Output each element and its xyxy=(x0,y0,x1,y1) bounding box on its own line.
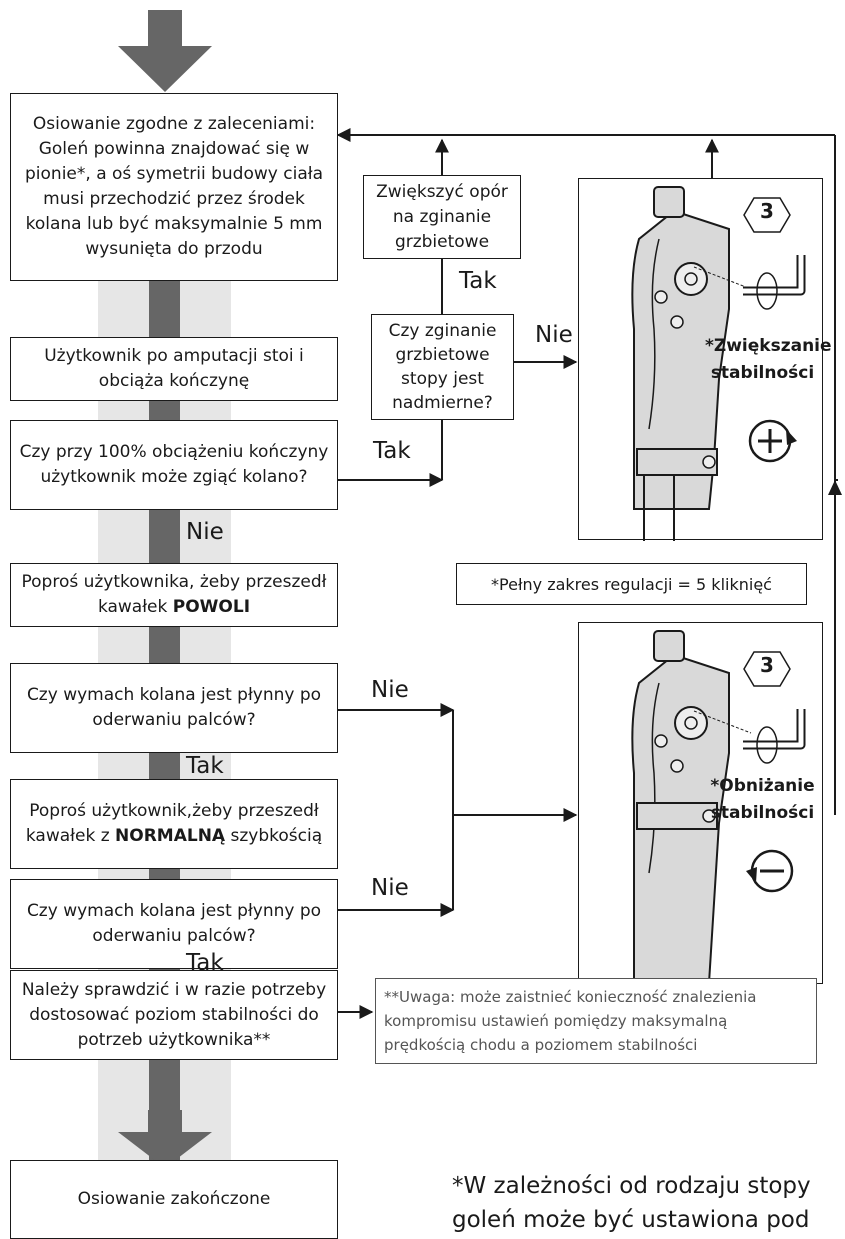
step-swing-question-2-box: Czy wymach kolana jest płynny po oderwan… xyxy=(10,879,338,969)
step-done-text: Osiowanie zakończone xyxy=(77,1189,271,1209)
down-arrow-icon xyxy=(118,1110,212,1168)
step-adjust-stability-box: Należy sprawdzić i w razie potrzeby dost… xyxy=(10,970,338,1060)
step-swing-question-1-text: Czy wymach kolana jest płynny po oderwan… xyxy=(26,685,322,730)
increase-stability-panel: 3 *Zwiększanie stabilności xyxy=(578,178,832,541)
walk-normal-text-pre: Poproś użytkownik,żeby przeszedł kawałek… xyxy=(25,801,319,846)
increase-dorsiflexion-box: Zwiększyć opór na zginanie grzbietowe xyxy=(363,175,521,259)
label-tak-dorsi: Tak xyxy=(459,268,497,294)
plus-rotate-icon xyxy=(748,419,797,463)
label-tak-swing-2: Tak xyxy=(186,950,224,976)
minus-rotate-icon xyxy=(746,849,794,893)
dorsiflexion-question-box: Czy zginanie grzbietowe stopy jest nadmi… xyxy=(371,314,514,420)
allen-key-icon xyxy=(743,255,806,310)
step-swing-question-1-box: Czy wymach kolana jest płynny po oderwan… xyxy=(10,663,338,753)
allen-key-icon xyxy=(743,709,806,764)
step-bend-question-text: Czy przy 100% obciążeniu kończyny użytko… xyxy=(19,442,329,487)
compromise-note-text: **Uwaga: może zaistnieć konieczność znal… xyxy=(384,988,757,1054)
hex-number-icon xyxy=(743,651,791,687)
step-bend-question-box: Czy przy 100% obciążeniu kończyny użytko… xyxy=(10,420,338,510)
label-tak-bend: Tak xyxy=(373,438,411,464)
hex-number-top: 3 xyxy=(760,199,774,223)
step-walk-slow-box: Poproś użytkownika, żeby przeszedł kawał… xyxy=(10,563,338,627)
label-tak-swing-1: Tak xyxy=(186,753,224,779)
range-note: *Pełny zakres regulacji = 5 kliknięć xyxy=(456,563,807,605)
step-walk-normal-text: Poproś użytkownik,żeby przeszedł kawałek… xyxy=(19,799,329,849)
walk-slow-text-pre: Poproś użytkownika, żeby przeszedł kawał… xyxy=(21,572,327,617)
walk-normal-text-post: szybkością xyxy=(225,826,323,846)
step-alignment-text: Osiowanie zgodne z zaleceniami: Goleń po… xyxy=(25,114,323,259)
dorsiflexion-question-text: Czy zginanie grzbietowe stopy jest nadmi… xyxy=(388,321,497,413)
hex-number-icon xyxy=(743,197,791,233)
footnote-text: *W zależności od rodzaju stopy goleń moż… xyxy=(452,1173,811,1233)
step-walk-slow-text: Poproś użytkownika, żeby przeszedł kawał… xyxy=(19,570,329,620)
knee-illustration-top xyxy=(631,186,752,541)
step-stand-load-text: Użytkownik po amputacji stoi i obciąża k… xyxy=(44,346,304,391)
hex-number-bottom: 3 xyxy=(760,653,774,677)
step-swing-question-2-text: Czy wymach kolana jest płynny po oderwan… xyxy=(26,901,322,946)
label-nie-dorsi: Nie xyxy=(535,322,573,348)
label-nie-swing-2: Nie xyxy=(371,875,409,901)
step-stand-load-box: Użytkownik po amputacji stoi i obciąża k… xyxy=(10,337,338,401)
increase-stability-caption: *Zwiększanie stabilności xyxy=(705,336,832,383)
walk-slow-text-bold: POWOLI xyxy=(172,597,251,617)
footnote: *W zależności od rodzaju stopy goleń moż… xyxy=(452,1169,822,1239)
increase-dorsiflexion-text: Zwiększyć opór na zginanie grzbietowe xyxy=(376,181,508,252)
decrease-stability-caption: *Obniżanie stabilności xyxy=(710,776,815,823)
walk-normal-text-bold: NORMALNĄ xyxy=(115,826,226,846)
label-nie-bend: Nie xyxy=(186,519,224,545)
step-done-box: Osiowanie zakończone xyxy=(10,1160,338,1239)
knee-illustration-bottom xyxy=(631,630,752,984)
range-note-text: *Pełny zakres regulacji = 5 kliknięć xyxy=(491,574,772,594)
step-walk-normal-box: Poproś użytkownik,żeby przeszedł kawałek… xyxy=(10,779,338,869)
label-nie-swing-1: Nie xyxy=(371,677,409,703)
compromise-note: **Uwaga: może zaistnieć konieczność znal… xyxy=(375,978,817,1064)
decrease-stability-panel: 3 *Obniżanie stabilności xyxy=(578,622,823,984)
step-alignment-box: Osiowanie zgodne z zaleceniami: Goleń po… xyxy=(10,93,338,281)
step-adjust-stability-text: Należy sprawdzić i w razie potrzeby dost… xyxy=(21,979,327,1050)
down-arrow-icon xyxy=(118,10,212,92)
